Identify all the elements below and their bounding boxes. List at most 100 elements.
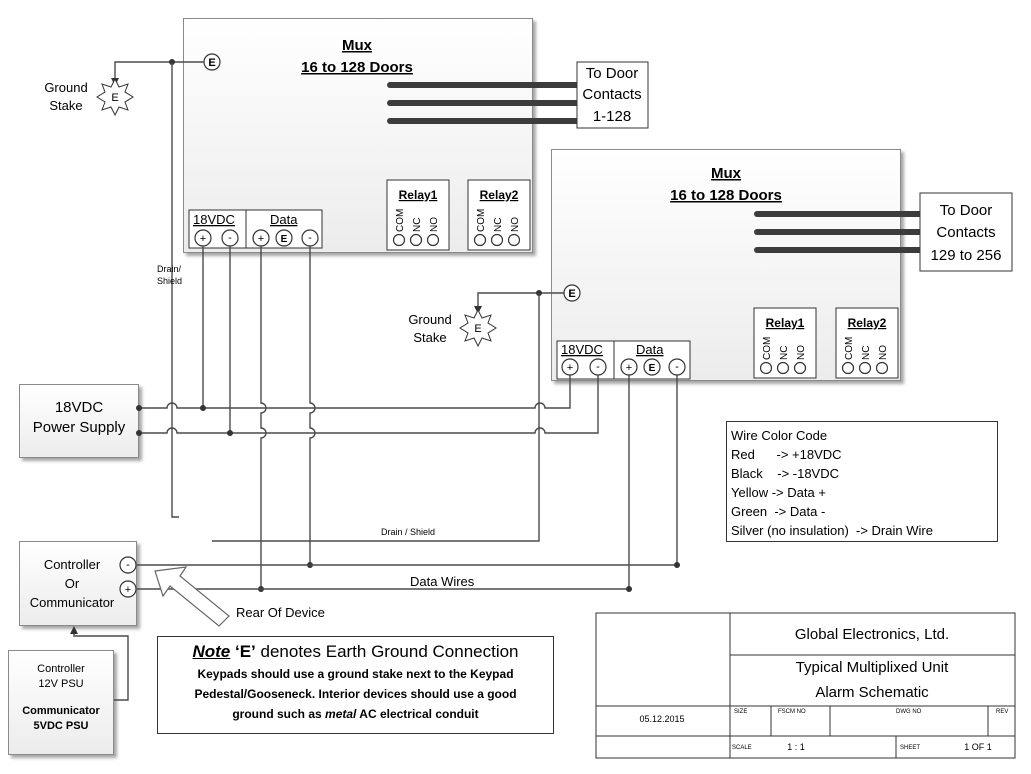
drain-wire	[171, 62, 179, 518]
controller-psu-line: Communicator	[22, 705, 100, 717]
mux1-relay2-no: NO	[510, 217, 521, 232]
title-line-2: Alarm Schematic	[815, 684, 929, 701]
power-minus-wire	[139, 375, 599, 434]
title-size-label: SIZE	[734, 709, 747, 715]
title-line-1: Typical Multiplixed Unit	[796, 659, 949, 676]
note-body: Keypads should use a ground stake next t…	[158, 664, 553, 724]
mux2-relay1-no: NO	[796, 345, 807, 360]
ground-stake-icon	[96, 77, 134, 117]
title-sheet-label: SHEET	[900, 745, 920, 751]
ground-stake-2-e: E	[474, 323, 481, 335]
power-supply	[19, 384, 139, 458]
data-wires-label: Data Wires	[410, 574, 475, 589]
mux2-relay2-com: COM	[844, 337, 855, 360]
mux2-relay2-nc: NC	[861, 346, 872, 360]
mux2-data-plus-sign: +	[626, 362, 632, 374]
title-company: Global Electronics, Ltd.	[795, 626, 949, 643]
mux2-data-e-sign: E	[649, 363, 656, 374]
ground-stake-1-e: E	[111, 92, 118, 104]
legend-row: Green -> Data -	[731, 504, 826, 519]
mux2-relay1-nc: NC	[779, 346, 790, 360]
mux1-data-e-sign: E	[281, 234, 288, 245]
mux1-data-minus-sign: -	[308, 232, 312, 244]
legend-row: Black -> -18VDC	[731, 466, 840, 481]
mux2-power-label: 18VDC	[561, 342, 603, 357]
mux2-relay2-label: Relay2	[848, 316, 887, 330]
controller-minus-terminal	[119, 556, 137, 574]
note-body-part: ground such as	[232, 707, 326, 721]
note-heading: Note ‘E’ denotes Earth Ground Connection	[158, 641, 553, 663]
controller-psu-line: 5VDC PSU	[33, 720, 89, 732]
rear-of-device-label: Rear Of Device	[236, 605, 325, 620]
note-word: Note	[192, 642, 231, 661]
mux2-18vdc-minus-sign: -	[596, 361, 600, 373]
mux1-18vdc-plus-sign: +	[200, 233, 206, 245]
mux2-subtitle: 16 to 128 Doors	[670, 187, 782, 204]
mux2-door-contacts-line: To Door	[940, 202, 993, 219]
note-body-line: ground such as metal AC electrical condu…	[158, 704, 553, 724]
controller-line: Communicator	[29, 595, 115, 610]
mux2-data-label: Data	[636, 342, 664, 357]
power-supply-line: 18VDC	[54, 399, 104, 416]
legend-title: Wire Color Code	[731, 428, 828, 443]
mux2-relay1-com: COM	[762, 337, 773, 360]
mux2-title: Mux	[711, 165, 742, 182]
mux1-relay1-no: NO	[429, 217, 440, 232]
mux2-door-contacts-box	[919, 192, 1013, 272]
title-dwg-label: DWG NO	[896, 709, 922, 715]
mux1-relay2-nc: NC	[493, 218, 504, 232]
controller-psu-line: Controller	[37, 663, 85, 675]
mux2-data-minus-sign: -	[675, 361, 679, 373]
mux1-door-contacts-line: 1-128	[593, 108, 631, 125]
ground-wire-2	[477, 292, 564, 310]
note-body-line: Pedestal/Gooseneck. Interior devices sho…	[194, 687, 517, 701]
ground-stake-icon	[459, 308, 497, 348]
mux1-data-minus-wire	[309, 246, 316, 565]
controller-psu	[8, 650, 114, 755]
legend-row: Red -> +18VDC	[731, 447, 842, 462]
legend-row: Silver (no insulation) -> Drain Wire	[731, 523, 933, 538]
note-body-part: AC electrical conduit	[356, 707, 479, 721]
controller-minus-sign: -	[126, 559, 130, 571]
title-block	[595, 612, 1016, 759]
controller-psu-line: 12V PSU	[38, 678, 84, 690]
note-heading-rest: denotes Earth Ground Connection	[255, 642, 519, 661]
drain-wire-2	[212, 293, 540, 542]
mux2-door-contacts-line: Contacts	[936, 224, 995, 241]
controller-psu-label: Controller 12V PSU Communicator 5VDC PSU	[8, 662, 114, 734]
note-body-line: Keypads should use a ground stake next t…	[197, 667, 514, 681]
mux1-data-e	[275, 229, 293, 247]
mux1-18vdc-minus-sign: -	[228, 232, 232, 244]
mux2-data-e	[643, 358, 661, 376]
mux2-earth-terminal-label: E	[568, 288, 575, 300]
rear-of-device-arrow	[154, 566, 230, 627]
title-scale-value: 1 : 1	[787, 742, 805, 752]
drain-shield-vertical-label: Shield	[157, 276, 182, 286]
title-rev-label: REV	[996, 709, 1008, 715]
ground-stake-2-label: Ground	[408, 312, 451, 327]
controller-line: Or	[64, 576, 80, 591]
earth-ground-note: Note ‘E’ denotes Earth Ground Connection…	[157, 636, 554, 734]
mux1-data-plus-wire	[260, 246, 267, 589]
controller-line: Controller	[43, 557, 101, 572]
title-date: 05.12.2015	[639, 714, 684, 724]
mux1-subtitle: 16 to 128 Doors	[301, 59, 413, 76]
title-scale-label: SCALE	[732, 745, 752, 751]
mux1-power-label: 18VDC	[193, 212, 235, 227]
ground-wire-1	[114, 61, 204, 82]
note-body-part: metal	[325, 707, 357, 721]
mux1-data-label: Data	[270, 212, 298, 227]
wire-color-legend: Wire Color Code Red -> +18VDC Black -> -…	[726, 421, 998, 542]
power-supply-label: 18VDC Power Supply	[19, 398, 139, 438]
drain-shield-vertical-label: Drain/	[157, 264, 182, 274]
mux1-earth-terminal-label: E	[208, 57, 215, 69]
mux1-door-contacts-line: To Door	[586, 65, 639, 82]
controller-plus-sign: +	[125, 584, 131, 596]
mux1-data-plus-sign: +	[258, 233, 264, 245]
power-supply-line: Power Supply	[32, 419, 126, 436]
power-plus-wire	[139, 375, 571, 409]
mux1-door-contacts-box	[576, 61, 649, 129]
ground-stake-1-label: Ground	[44, 80, 87, 95]
